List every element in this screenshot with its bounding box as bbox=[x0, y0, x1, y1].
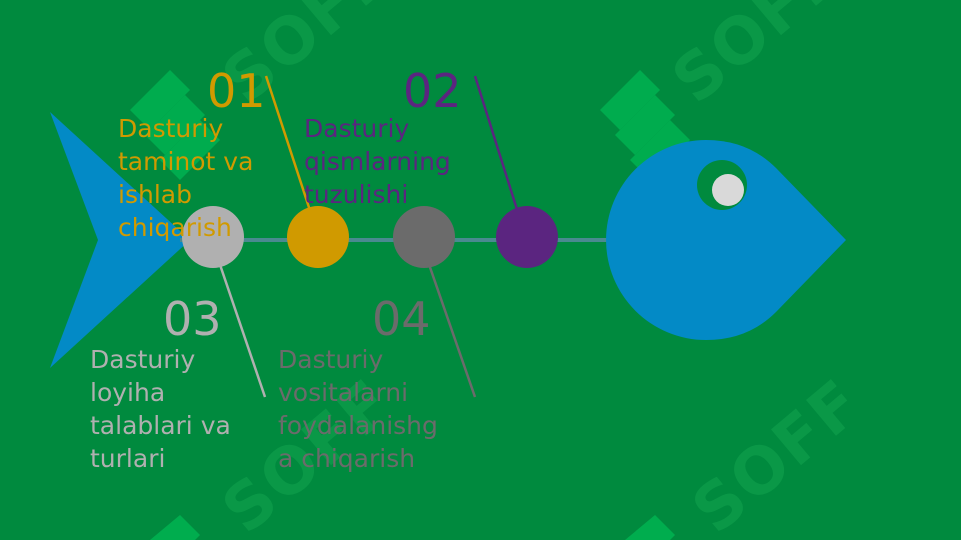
node-02 bbox=[496, 206, 558, 268]
step-text-line: talablari va bbox=[90, 411, 231, 440]
step-text-line: foydalanishg bbox=[278, 411, 438, 440]
fish-tail bbox=[50, 112, 190, 368]
step-text-line: taminot va bbox=[118, 147, 254, 176]
step-text-line: ishlab bbox=[118, 180, 192, 209]
logo-mark-bottom-left bbox=[150, 515, 200, 540]
logo-mark-left bbox=[130, 70, 220, 180]
step-text-03: Dasturiy loyiha talablari va turlari bbox=[90, 343, 231, 475]
step-text-line: tuzulishi bbox=[304, 180, 409, 209]
step-text-line: Dasturiy bbox=[278, 345, 384, 374]
logo-mark-bottom-right bbox=[625, 515, 675, 540]
node-04 bbox=[393, 206, 455, 268]
step-text-01: Dasturiy taminot va ishlab chiqarish bbox=[118, 112, 253, 244]
step-text-line: Dasturiy bbox=[304, 114, 410, 143]
node-01 bbox=[287, 206, 349, 268]
step-text-02: Dasturiy qismlarning tuzulishi bbox=[304, 112, 451, 211]
step-text-line: chiqarish bbox=[118, 213, 232, 242]
step-number-04: 04 bbox=[372, 292, 431, 346]
step-text-line: qismlarning bbox=[304, 147, 451, 176]
step-text-line: Dasturiy bbox=[118, 114, 224, 143]
step-text-04: Dasturiy vositalarni foydalanishg a chiq… bbox=[278, 343, 438, 475]
step-text-line: vositalarni bbox=[278, 378, 409, 407]
step-text-line: Dasturiy bbox=[90, 345, 196, 374]
fish-eye bbox=[712, 174, 744, 206]
connector-line-03 bbox=[213, 249, 267, 398]
connector-line-04 bbox=[422, 249, 477, 398]
step-text-line: loyiha bbox=[90, 378, 166, 407]
step-number-01: 01 bbox=[207, 64, 266, 118]
fish-head bbox=[606, 140, 846, 340]
node-03 bbox=[182, 206, 244, 268]
step-number-03: 03 bbox=[163, 292, 222, 346]
step-text-line: turlari bbox=[90, 444, 166, 473]
step-number-02: 02 bbox=[403, 64, 462, 118]
step-text-line: a chiqarish bbox=[278, 444, 416, 473]
